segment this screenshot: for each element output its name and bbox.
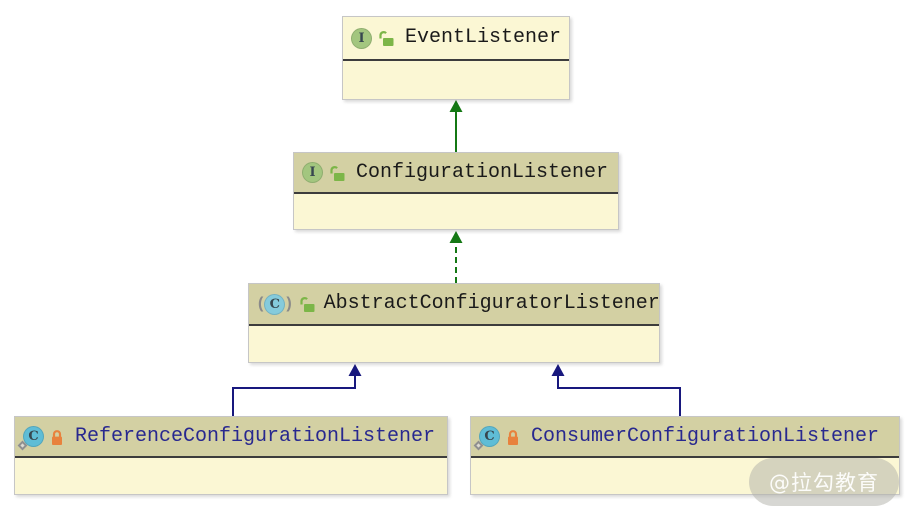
class-icon: C bbox=[473, 426, 500, 451]
class-icon-letter: C bbox=[269, 296, 280, 312]
class-icon: C bbox=[17, 426, 44, 451]
watermark-badge: @拉勾教育 bbox=[749, 458, 899, 506]
abstract-class-icon: ( C ) bbox=[257, 293, 293, 315]
interface-icon-letter: I bbox=[309, 165, 316, 180]
node-title: ConsumerConfigurationListener bbox=[531, 424, 880, 448]
node-header: I EventListener bbox=[343, 17, 569, 61]
edge-abstract-implements-configurationlistener[interactable] bbox=[449, 231, 463, 283]
interface-icon-letter: I bbox=[358, 30, 365, 46]
interface-icon: I bbox=[302, 162, 323, 183]
static-mark-icon bbox=[17, 440, 28, 451]
closed-lock-icon bbox=[52, 429, 62, 445]
node-header: I ConfigurationListener bbox=[294, 153, 618, 194]
class-node-referenceconfigurationlistener[interactable]: C ReferenceConfigurationListener bbox=[14, 416, 448, 495]
edge-consumer-extends-abstract[interactable] bbox=[551, 364, 681, 416]
class-node-configurationlistener[interactable]: I ConfigurationListener bbox=[293, 152, 619, 230]
abstract-paren-right: ) bbox=[286, 295, 292, 312]
edge-configurationlistener-extends-eventlistener[interactable] bbox=[449, 100, 463, 152]
abstract-paren-left: ( bbox=[258, 295, 264, 312]
open-lock-icon bbox=[379, 31, 394, 46]
class-node-eventlistener[interactable]: I EventListener bbox=[342, 16, 570, 100]
interface-icon: I bbox=[351, 27, 372, 49]
static-mark-icon bbox=[473, 440, 484, 451]
node-title: EventListener bbox=[405, 26, 562, 49]
open-lock-icon bbox=[300, 297, 315, 312]
node-title: AbstractConfiguratorListener bbox=[323, 292, 660, 315]
open-lock-icon bbox=[330, 165, 345, 181]
node-title: ConfigurationListener bbox=[356, 160, 609, 184]
node-header: C ConsumerConfigurationListener bbox=[471, 417, 899, 458]
node-title: ReferenceConfigurationListener bbox=[75, 424, 436, 448]
closed-lock-icon bbox=[508, 429, 518, 445]
class-icon-letter: C bbox=[484, 429, 495, 444]
class-icon-letter: C bbox=[28, 429, 39, 444]
node-header: C ReferenceConfigurationListener bbox=[15, 417, 447, 458]
abstract-icon-circle: C bbox=[264, 293, 286, 315]
edge-reference-extends-abstract[interactable] bbox=[232, 364, 362, 416]
node-header: ( C ) AbstractConfiguratorListener bbox=[249, 284, 660, 326]
class-node-abstractconfiguratorlistener[interactable]: ( C ) AbstractConfiguratorListener bbox=[248, 283, 660, 363]
class-node-consumerconfigurationlistener[interactable]: C ConsumerConfigurationListener bbox=[470, 416, 900, 495]
